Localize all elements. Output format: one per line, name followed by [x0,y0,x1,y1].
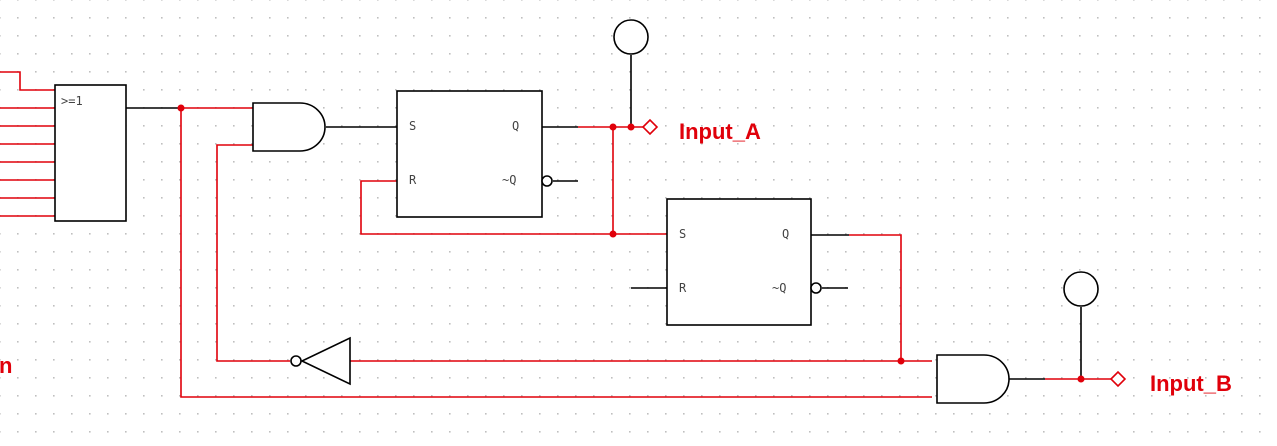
active-wires [0,71,1111,398]
label-input-b: Input_B [1150,371,1232,396]
not-gate-bubble [290,355,302,367]
probe-a-circle[interactable] [613,19,649,55]
junction-ff2-q [897,357,905,365]
pin-a-diamond[interactable] [641,118,659,136]
flipflop-b-s-label: S [679,227,687,241]
wire-ff1-reset-loop [360,180,613,235]
idle-wires [126,55,1082,380]
flipflop-b-qn-label: ~Q [772,281,787,295]
junctions [177,104,1085,383]
flipflop-a-s-label: S [409,119,417,133]
wire-top-input-stub [0,71,55,91]
wire-not-out-to-and [216,144,290,362]
wire-or-out-down [180,108,932,398]
probe-b-circle[interactable] [1063,271,1099,307]
flipflop-a-qn-label: ~Q [502,173,517,187]
or-gate-label: >=1 [61,94,83,108]
or-gate[interactable] [54,84,127,222]
and-gate-1[interactable] [252,102,326,152]
junction-probe-a [627,123,635,131]
flipflop-b-qn-bubble [810,282,822,294]
label-input-a: Input_A [679,119,761,144]
not-gate-body [300,336,351,386]
wire-ff2-q-out [849,234,932,362]
label-left-cut: n [0,353,13,378]
flipflop-a[interactable] [396,90,543,218]
flipflop-a-q-label: Q [512,119,520,133]
flipflop-b-q-label: Q [782,227,790,241]
and-gate-2[interactable] [936,354,1010,404]
flipflop-a-r-label: R [409,173,417,187]
pin-b-diamond[interactable] [1109,370,1127,388]
not-gate[interactable] [290,336,351,386]
junction-or-out [177,104,185,112]
junction-q1 [609,123,617,131]
junction-ff2-set [609,230,617,238]
junction-probe-b [1077,375,1085,383]
flipflop-b[interactable] [666,198,812,326]
flipflop-b-r-label: R [679,281,687,295]
flipflop-a-qn-bubble [541,175,553,187]
